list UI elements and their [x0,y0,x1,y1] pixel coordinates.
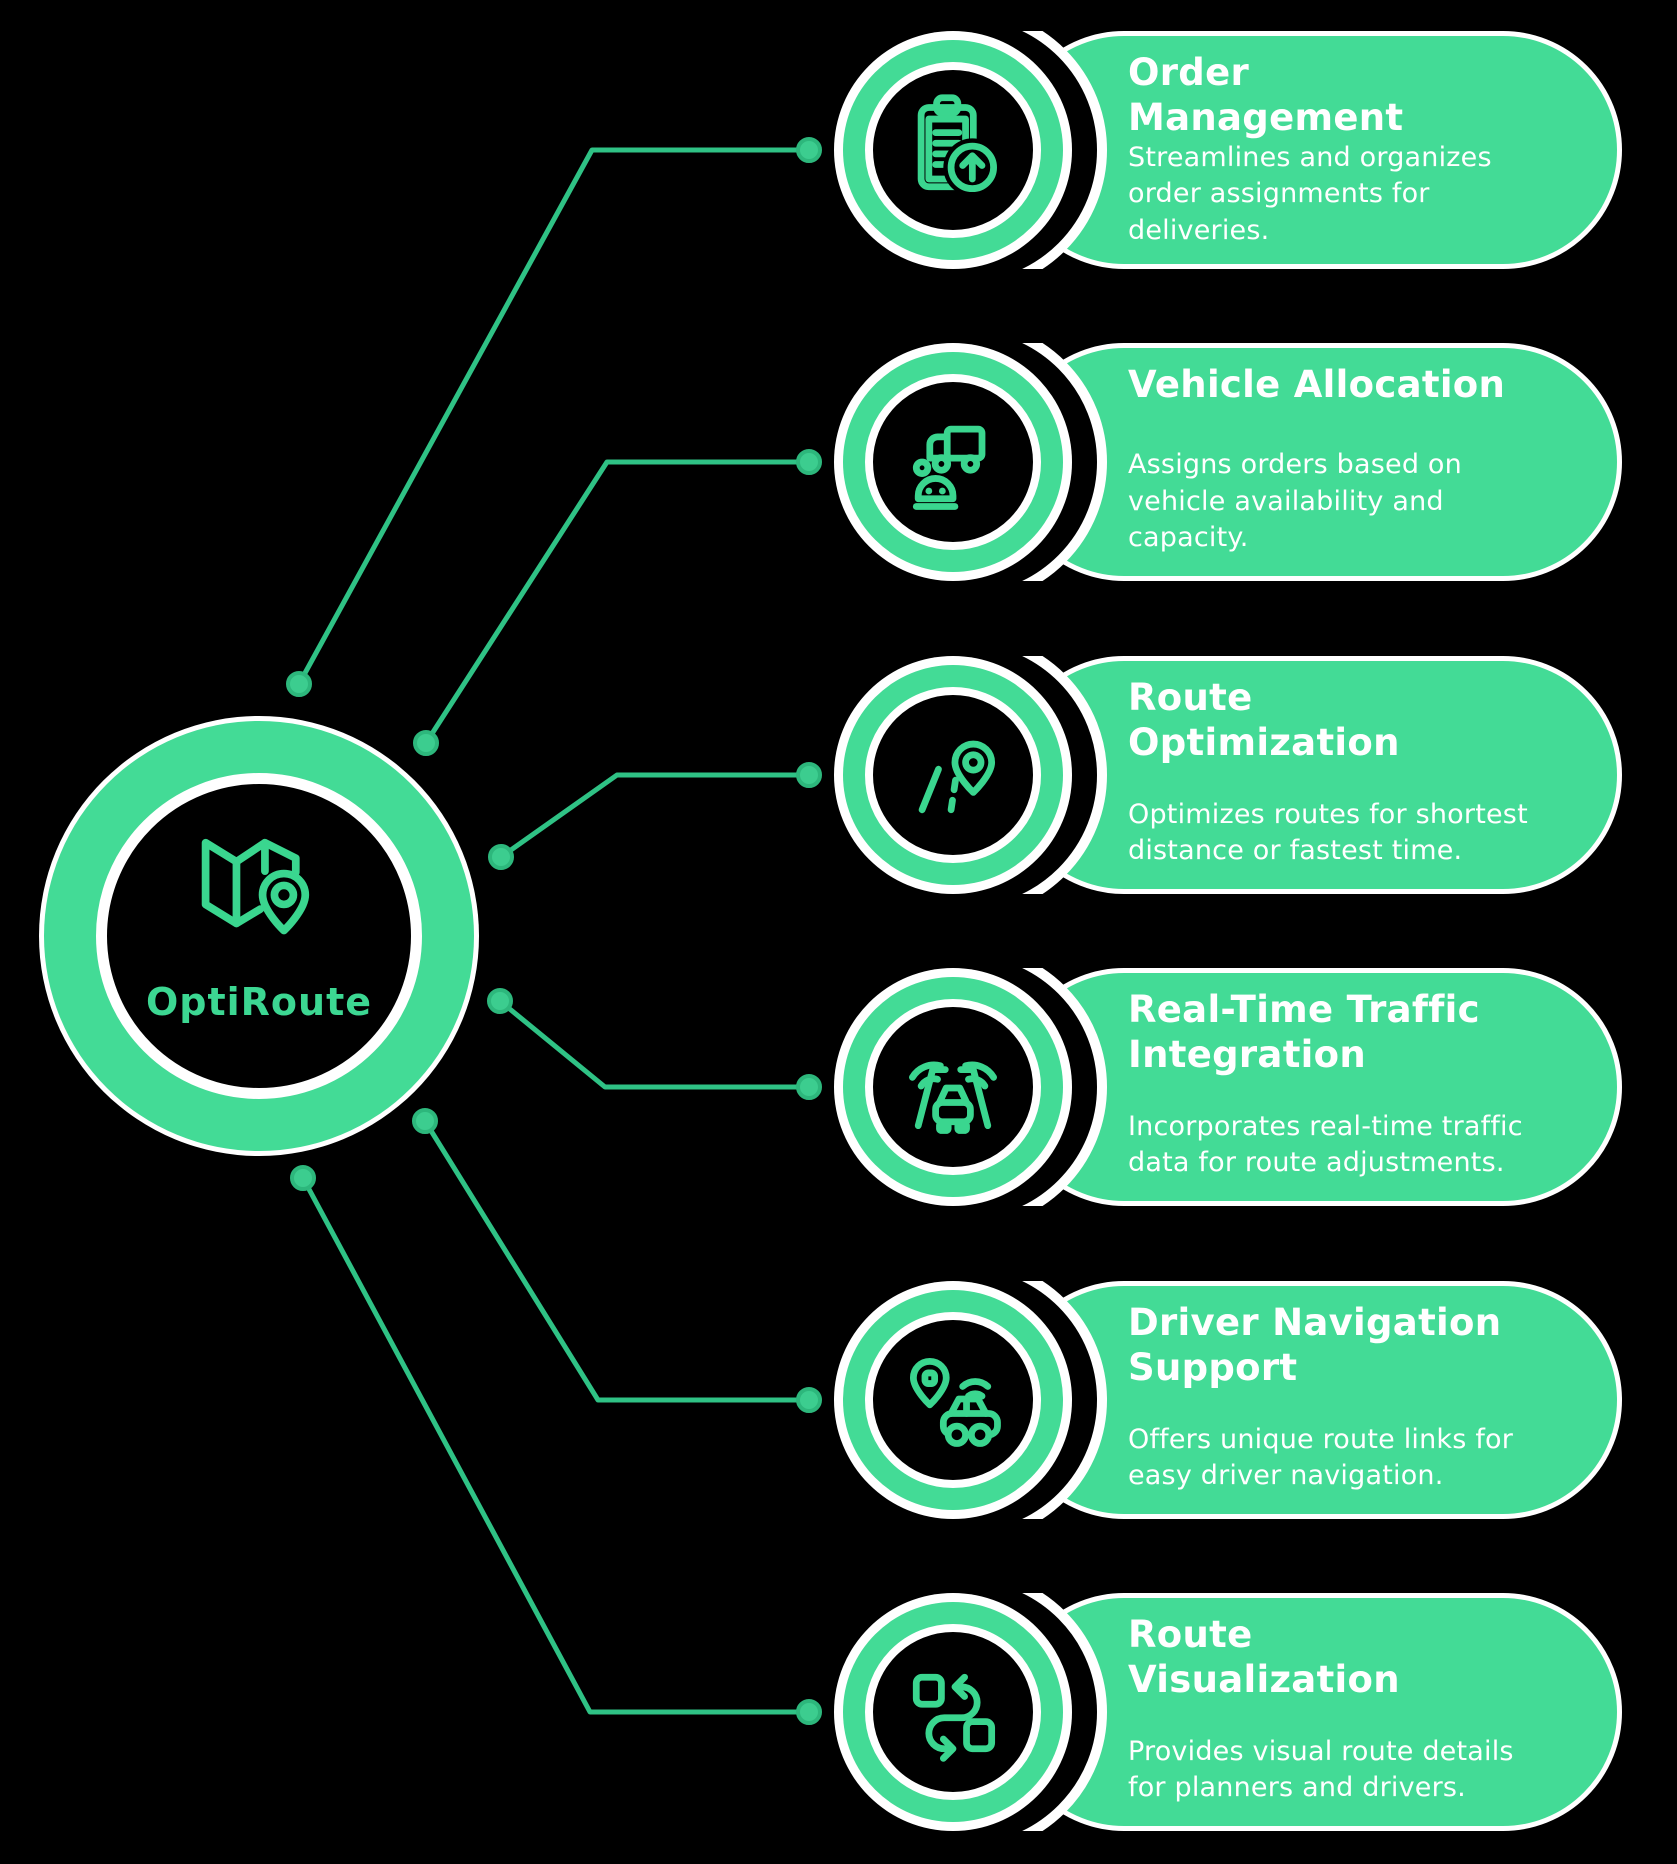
feature-card: Route Optimization Optimizes routes for … [1005,656,1622,894]
feature-description: Streamlines and organizes order assignme… [1128,142,1492,246]
connector-dot [290,1165,316,1191]
feature-badge-inner [865,374,1041,550]
pin-car-icon [909,1357,1001,1447]
connector-dot [796,449,822,475]
connector-dot [796,762,822,788]
connector-dot [796,1699,822,1725]
clipboard-upload-icon [917,94,1002,197]
hub-inner-circle: OptiRoute [96,773,422,1099]
connector-line [498,999,809,1090]
feature-card: Vehicle Allocation Assigns orders based … [1005,343,1622,581]
feature-row: Route Optimization Optimizes routes for … [0,656,1677,894]
connector-line [422,1119,809,1403]
feature-badge [843,1290,1063,1510]
feature-row: Order Management Streamlines and organiz… [0,31,1677,269]
feature-title: Real-Time Traffic Integration [1128,988,1480,1077]
connector-line [300,1176,809,1715]
traffic-car-icon [909,1061,997,1134]
feature-row: Route Visualization Provides visual rout… [0,1593,1677,1831]
connector-line [423,459,809,745]
feature-description: Offers unique route links for easy drive… [1128,1423,1514,1491]
feature-card: Real-Time Traffic Integration Incorporat… [1005,968,1622,1206]
feature-title: Route Optimization [1128,676,1400,765]
connector-line [499,772,809,860]
feature-description: Incorporates real-time traffic data for … [1128,1110,1523,1178]
feature-description: Assigns orders based on vehicle availabi… [1128,449,1462,553]
connector-dot [413,730,439,756]
connector-dot [487,988,513,1014]
feature-badge [843,40,1063,260]
feature-card: Order Management Streamlines and organiz… [1005,31,1622,269]
connector-dot [796,1074,822,1100]
feature-badge-inner [865,62,1041,238]
hub-label: OptiRoute [145,980,373,1024]
feature-description: Provides visual route details for planne… [1128,1735,1514,1803]
feature-card: Route Visualization Provides visual rout… [1005,1593,1622,1831]
feature-title: Order Management [1128,51,1404,140]
feature-title: Driver Navigation Support [1128,1301,1502,1390]
map-pin-icon [201,838,310,935]
feature-row: Real-Time Traffic Integration Incorporat… [0,968,1677,1206]
connector-dot [796,137,822,163]
connector-dot [286,671,312,697]
feature-title: Vehicle Allocation [1128,363,1506,406]
feature-badge [843,665,1063,885]
feature-row: Vehicle Allocation Assigns orders based … [0,343,1677,581]
hub-node: OptiRoute [44,721,474,1151]
feature-badge-inner [865,1312,1041,1488]
truck-robot-icon [912,425,986,510]
feature-badge-inner [865,687,1041,863]
route-squares-icon [912,1673,996,1762]
feature-badge-inner [865,1624,1041,1800]
feature-badge [843,1602,1063,1822]
connector-dot [796,1387,822,1413]
connector-line [296,147,809,686]
feature-badge [843,977,1063,1197]
feature-title: Route Visualization [1128,1613,1400,1702]
feature-row: Driver Navigation Support Offers unique … [0,1281,1677,1519]
feature-description: Optimizes routes for shortest distance o… [1128,798,1528,866]
feature-badge [843,352,1063,572]
feature-badge-inner [865,999,1041,1175]
connector-dot [412,1108,438,1134]
connector-dot [488,844,514,870]
road-pin-icon [918,740,996,814]
